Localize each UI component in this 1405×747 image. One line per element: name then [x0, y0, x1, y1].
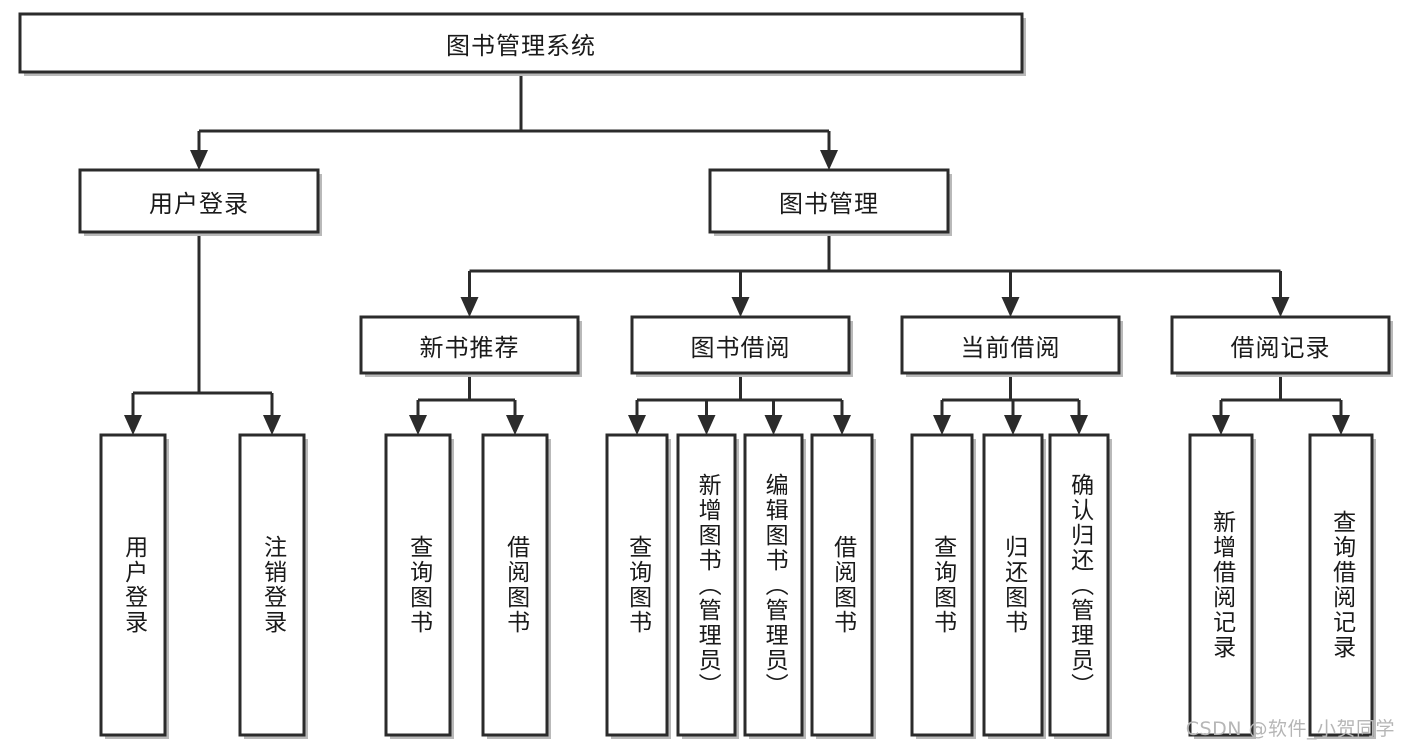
arrow-head-icon-leaf-borrow-book-2: [833, 415, 851, 435]
arrow-head-icon-leaf-return-book: [1004, 415, 1022, 435]
arrow-head-icon-leaf-confirm-return: [1070, 415, 1088, 435]
node-box-leaf-logout[interactable]: [238, 433, 306, 737]
node-box-leaf-edit-book[interactable]: [743, 433, 804, 737]
node-box-book-manage[interactable]: [708, 168, 950, 234]
arrow-head-icon-leaf-query-book-2: [628, 415, 646, 435]
arrow-head-icon-leaf-edit-book: [764, 415, 783, 435]
arrow-head-icon-leaf-user-login: [124, 415, 142, 435]
node-box-book-borrow[interactable]: [630, 315, 851, 375]
node-box-user-login[interactable]: [78, 168, 320, 234]
arrow-head-icon-leaf-query-book-3: [933, 415, 951, 435]
arrow-head-icon-leaf-add-record: [1212, 415, 1230, 435]
arrow-head-icon-book-manage: [820, 150, 838, 170]
node-box-new-book-rec[interactable]: [359, 315, 580, 375]
arrow-head-icon-leaf-borrow-book-1: [506, 415, 524, 435]
connectors-layer: [124, 72, 1350, 435]
arrow-head-icon-leaf-query-book-1: [409, 415, 427, 435]
arrow-head-icon-leaf-add-book: [697, 415, 716, 435]
arrow-head-icon-leaf-logout: [263, 415, 281, 435]
node-box-leaf-query-book-1[interactable]: [384, 433, 452, 737]
node-box-borrow-record[interactable]: [1170, 315, 1391, 375]
arrow-head-icon-new-book-rec: [460, 297, 479, 317]
arrow-head-icon-book-borrow: [731, 297, 750, 317]
arrow-head-icon-leaf-query-record: [1332, 415, 1350, 435]
node-box-current-borrow[interactable]: [900, 315, 1121, 375]
node-box-leaf-add-book[interactable]: [676, 433, 737, 737]
node-box-leaf-user-login[interactable]: [99, 433, 167, 737]
arrow-head-icon-current-borrow: [1001, 297, 1020, 317]
node-box-leaf-borrow-book-1[interactable]: [481, 433, 549, 737]
node-box-leaf-confirm-return[interactable]: [1048, 433, 1110, 737]
arrow-head-icon-user-login: [190, 150, 208, 170]
node-box-leaf-borrow-book-2[interactable]: [810, 433, 874, 737]
node-box-root[interactable]: [18, 12, 1024, 74]
csdn-watermark: CSDN @软件_小贺同学: [1185, 718, 1395, 740]
boxes-layer: [18, 12, 1393, 739]
node-box-leaf-query-book-2[interactable]: [605, 433, 669, 737]
node-box-leaf-query-book-3[interactable]: [910, 433, 974, 737]
arrow-head-icon-borrow-record: [1271, 297, 1290, 317]
node-box-leaf-return-book[interactable]: [982, 433, 1044, 737]
node-box-leaf-query-record[interactable]: [1308, 433, 1374, 737]
node-box-leaf-add-record[interactable]: [1188, 433, 1254, 737]
